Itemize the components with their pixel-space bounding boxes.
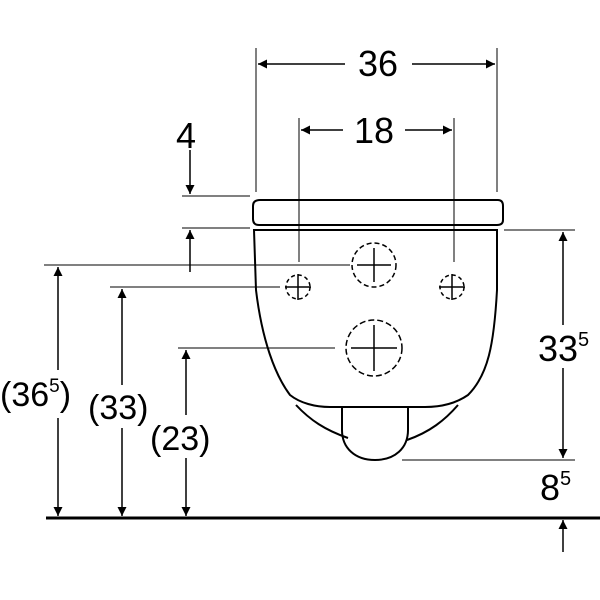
label-inlet-height: (33) [88,389,148,427]
water-inlet-circle [351,242,397,288]
fixing-bolt-right [439,274,465,300]
label-fixing-spacing: 18 [354,110,394,151]
outlet-spigot [341,407,409,462]
rim-height-sup: 5 [560,468,571,490]
bowl-height-main: 33 [538,328,578,369]
dimension-labels: 36 18 4 335 85 (365) (33) (23) [0,43,589,508]
fixing-points [285,242,465,377]
toilet-outline [252,199,504,462]
bowl-rim-right [406,404,459,441]
bowl-height-sup: 5 [578,329,589,351]
label-overall-width: 36 [358,43,398,84]
fixing-bolt-left [285,274,311,300]
waste-outlet-circle [345,319,403,377]
seat-lid [252,199,504,226]
dimension-lines [53,59,568,552]
total-height-open: (36 [0,376,49,414]
extension-lines [44,48,575,461]
label-outlet-height: (23) [150,420,210,458]
total-height-sup: 5 [49,376,60,397]
bowl-rim [295,404,349,439]
label-rim-above-floor: 85 [540,467,571,508]
rim-height-main: 8 [540,467,560,508]
label-bowl-height: 335 [538,328,589,369]
bowl-body [252,229,498,408]
total-height-close: ) [60,376,71,414]
label-seat-thickness: 4 [176,115,196,156]
label-total-height: (365) [0,376,71,414]
